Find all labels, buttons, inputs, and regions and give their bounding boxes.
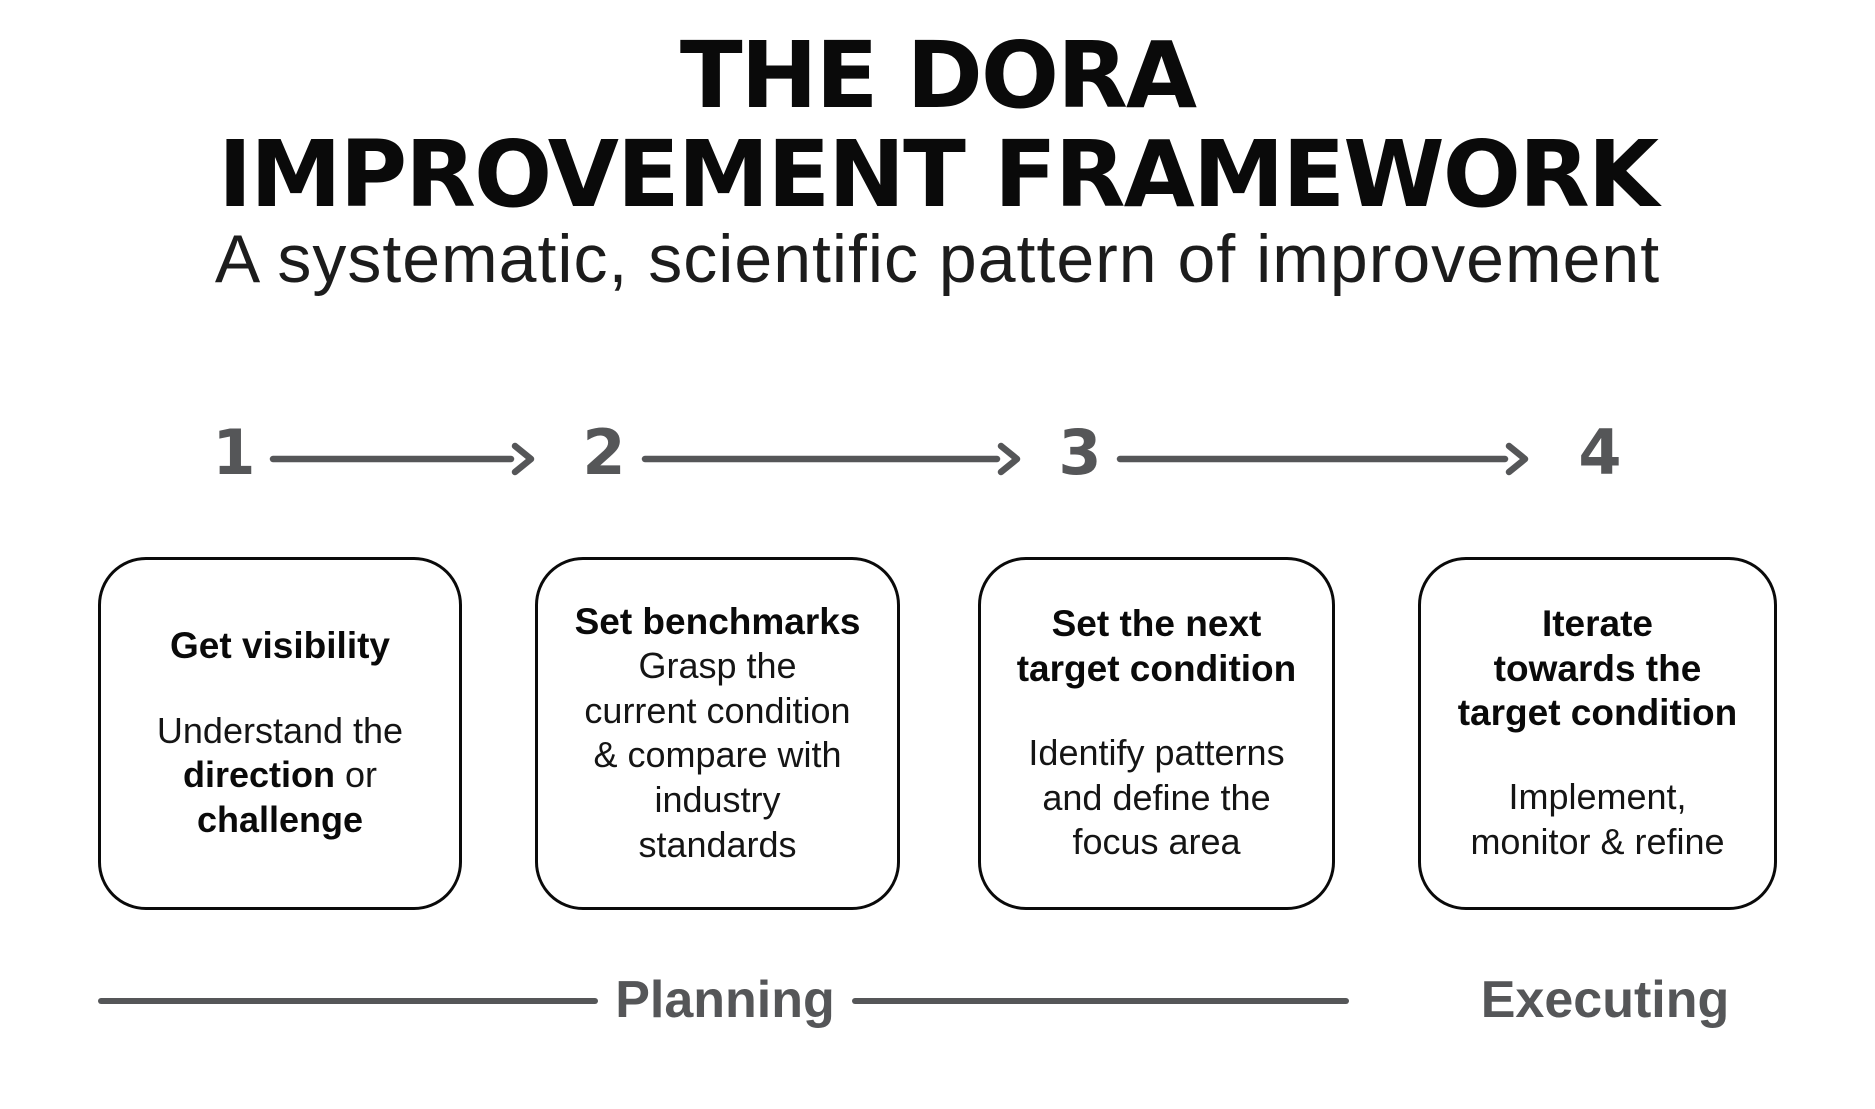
step-number-1: 1 xyxy=(212,416,256,489)
step-number-2: 2 xyxy=(582,416,626,489)
step-number-4: 4 xyxy=(1578,416,1622,489)
arrow-icon xyxy=(1116,442,1529,476)
planning-label: Planning xyxy=(615,971,835,1029)
step-number-3: 3 xyxy=(1058,416,1102,489)
arrow-icon xyxy=(641,442,1021,476)
planning-line-right xyxy=(852,998,1349,1004)
step-1-heading: Get visibility xyxy=(169,625,390,667)
step-2-heading: Set benchmarks xyxy=(574,600,861,642)
diagram-subtitle: A systematic, scientific pattern of impr… xyxy=(214,221,1661,297)
step-4-body: Implement,monitor & refine xyxy=(1470,776,1725,863)
arrow-icon xyxy=(269,442,535,476)
title-line-2: IMPROVEMENT FRAMEWORK xyxy=(217,121,1659,229)
planning-line-left xyxy=(98,998,598,1004)
executing-label: Executing xyxy=(1480,971,1730,1029)
title-line-1: THE DORA xyxy=(679,22,1197,129)
